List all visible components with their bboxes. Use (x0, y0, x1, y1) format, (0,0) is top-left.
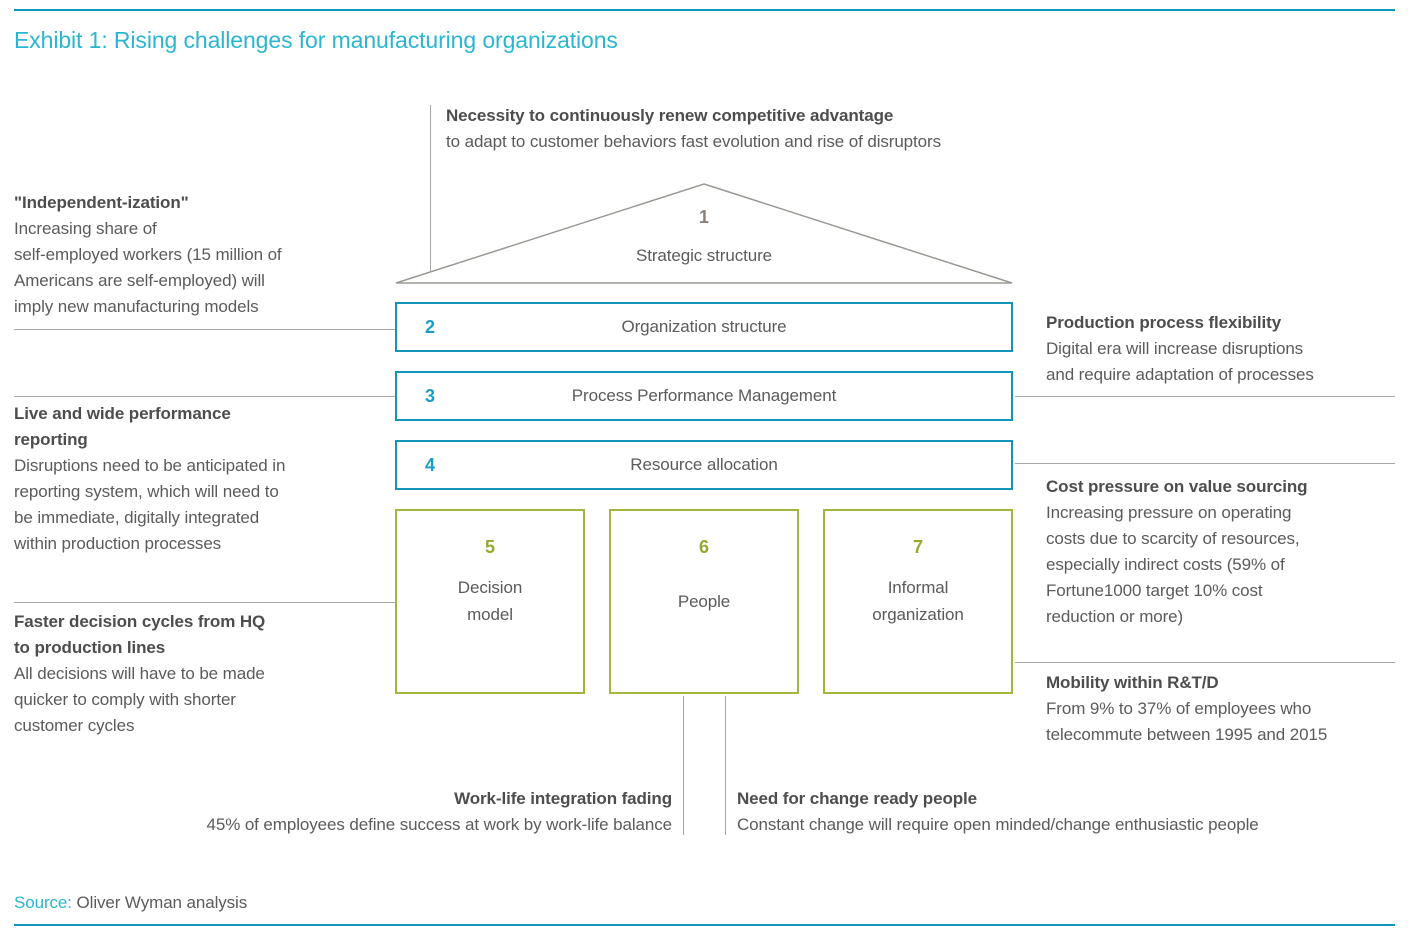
connector-right-informal-organization (1015, 662, 1395, 663)
bar-label: Process Performance Management (571, 386, 837, 405)
bar-number: 3 (425, 385, 435, 406)
connector-top-annotation (430, 105, 431, 272)
right-annotation-cost-pressure: Cost pressure on value sourcing Increasi… (1046, 474, 1401, 630)
right-annotation-mobility: Mobility within R&T/D From 9% to 37% of … (1046, 670, 1406, 748)
bottom-rule (14, 924, 1395, 926)
roof-number: 1 (699, 207, 709, 227)
roof-shape (395, 183, 1013, 284)
annotation-body: Increasing share of self-employed worker… (14, 219, 282, 316)
roof-outline (395, 183, 1013, 284)
annotation-body: From 9% to 37% of employees who telecomm… (1046, 699, 1328, 744)
annotation-title: "Independent-ization" (14, 193, 189, 212)
annotation-body: Disruptions need to be anticipated in re… (14, 456, 286, 553)
annotation-body: 45% of employees define success at work … (206, 815, 672, 834)
bar-resource-allocation: 4 Resource allocation (395, 440, 1013, 490)
annotation-body: All decisions will have to be made quick… (14, 664, 265, 735)
annotation-body: to adapt to customer behaviors fast evol… (446, 132, 941, 151)
source-label: Source: (14, 893, 72, 912)
connector-left-decision-model (14, 602, 395, 603)
source-line: Source: Oliver Wyman analysis (14, 893, 247, 913)
bar-label: Organization structure (621, 317, 787, 336)
annotation-body: Constant change will require open minded… (737, 815, 1259, 834)
annotation-body: Digital era will increase disruptions an… (1046, 339, 1314, 384)
connector-left-process-performance (14, 396, 395, 397)
annotation-title: Necessity to continuously renew competit… (446, 106, 894, 125)
left-annotation-independentization: "Independent-ization" Increasing share o… (14, 190, 394, 320)
annotation-title: Cost pressure on value sourcing (1046, 477, 1308, 496)
pillar-people: 6 People (609, 509, 799, 694)
bar-number: 2 (425, 316, 435, 337)
right-annotation-process-flexibility: Production process flexibility Digital e… (1046, 310, 1401, 388)
bottom-annotation-change-ready: Need for change ready people Constant ch… (737, 786, 1397, 838)
connector-right-resource-allocation (1015, 463, 1395, 464)
pillar-label: Decision model (457, 578, 523, 624)
annotation-title: Work-life integration fading (454, 789, 672, 808)
annotation-title: Production process flexibility (1046, 313, 1282, 332)
annotation-title: Need for change ready people (737, 789, 977, 808)
pillar-number: 6 (699, 537, 709, 557)
top-rule (14, 9, 1395, 11)
roof-label: Strategic structure (635, 246, 773, 265)
pillar-label: People (677, 591, 731, 611)
left-annotation-faster-decision-cycles: Faster decision cycles from HQ to produc… (14, 609, 394, 739)
connector-left-organization-structure (14, 329, 395, 330)
top-annotation: Necessity to continuously renew competit… (446, 103, 1096, 155)
bottom-annotation-worklife: Work-life integration fading 45% of empl… (72, 786, 672, 838)
pillar-informal-organization: 7 Informal organization (823, 509, 1013, 694)
connector-right-process-performance (1015, 396, 1395, 397)
annotation-title: Mobility within R&T/D (1046, 673, 1219, 692)
bar-number: 4 (425, 454, 435, 475)
page-title: Exhibit 1: Rising challenges for manufac… (14, 27, 618, 53)
source-text: Oliver Wyman analysis (76, 893, 248, 912)
pillar-label: Informal organization (872, 578, 964, 624)
connector-worklife-annotation (683, 696, 684, 835)
bar-process-performance-management: 3 Process Performance Management (395, 371, 1013, 421)
bar-organization-structure: 2 Organization structure (395, 302, 1013, 352)
bar-label: Resource allocation (630, 455, 778, 474)
pillar-number: 5 (485, 537, 495, 557)
annotation-title: Live and wide performance reporting (14, 404, 231, 449)
pillar-decision-model: 5 Decision model (395, 509, 585, 694)
annotation-body: Increasing pressure on operating costs d… (1046, 503, 1300, 626)
annotation-title: Faster decision cycles from HQ to produc… (14, 612, 266, 657)
connector-change-ready-annotation (725, 696, 726, 835)
left-annotation-performance-reporting: Live and wide performance reporting Disr… (14, 401, 394, 557)
pillar-number: 7 (913, 537, 923, 557)
